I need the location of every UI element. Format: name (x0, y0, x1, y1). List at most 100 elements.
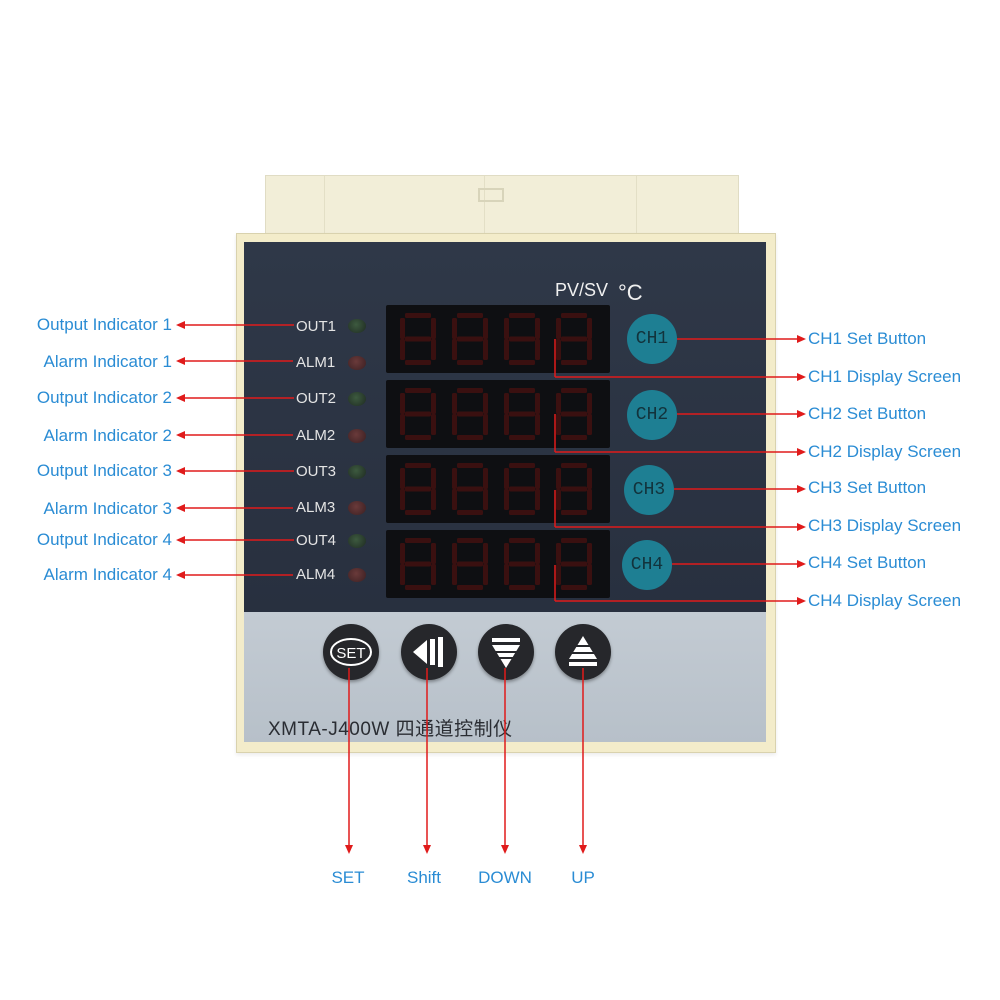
segment (400, 318, 405, 339)
arrow-head (176, 431, 185, 439)
pv-sv-label: PV/SV (555, 280, 609, 300)
arrow-head (501, 845, 509, 854)
segment (509, 313, 535, 318)
segment (587, 393, 592, 414)
segment (483, 414, 488, 435)
seven-segment-digits (400, 388, 592, 440)
indicator-label-alm4: ALM4 (296, 566, 336, 583)
segment (457, 336, 483, 342)
down-triangle-icon (492, 638, 520, 668)
segment (405, 411, 431, 417)
indicator-label-alm1: ALM1 (296, 354, 336, 371)
segment (452, 564, 457, 585)
set-button[interactable]: SET (323, 624, 379, 680)
arrow-head (797, 335, 806, 343)
segment (452, 489, 457, 510)
arrow-head (797, 485, 806, 493)
segment (431, 414, 436, 435)
indicator-label-out3: OUT3 (296, 463, 337, 480)
segment (457, 510, 483, 515)
segment (405, 538, 431, 543)
segment (405, 463, 431, 468)
arrow-head (579, 845, 587, 854)
segment (561, 510, 587, 515)
out3-led (348, 465, 366, 479)
set-key-icon: SET (330, 638, 372, 666)
seven-segment-digits (400, 538, 592, 590)
callout-ch4-set-button: CH4 Set Button (808, 553, 927, 572)
callout-ch2-set-button: CH2 Set Button (808, 404, 927, 423)
down-button[interactable] (478, 624, 534, 680)
segment (535, 393, 540, 414)
segment (457, 388, 483, 393)
arrow-head (176, 467, 185, 475)
segment (400, 393, 405, 414)
segment (504, 543, 509, 564)
callout-down: DOWN (478, 868, 532, 887)
ch4-display-screen (386, 530, 610, 598)
segment (431, 339, 436, 360)
segment (509, 510, 535, 515)
segment (556, 468, 561, 489)
arrow-head (797, 410, 806, 418)
callout-output-indicator-4: Output Indicator 4 (36, 530, 172, 549)
segment (504, 414, 509, 435)
segment (405, 435, 431, 440)
segment (483, 489, 488, 510)
segment (561, 435, 587, 440)
alm2-led (348, 429, 366, 443)
segment (561, 313, 587, 318)
callout-ch1-set-button: CH1 Set Button (808, 329, 927, 348)
segment (457, 360, 483, 365)
segment (431, 489, 436, 510)
segment (457, 486, 483, 492)
segment (535, 318, 540, 339)
segment (405, 561, 431, 567)
arrow-head (797, 597, 806, 605)
segment (457, 435, 483, 440)
segment (457, 585, 483, 590)
ch3-set-button[interactable]: CH3 (624, 465, 674, 515)
segment (509, 411, 535, 417)
out4-led (348, 534, 366, 548)
segment (535, 489, 540, 510)
segment (561, 360, 587, 365)
out2-led (348, 392, 366, 406)
segment (587, 543, 592, 564)
segment (556, 339, 561, 360)
segment (400, 489, 405, 510)
segment (431, 318, 436, 339)
indicator-label-out4: OUT4 (296, 532, 337, 549)
ch1-set-button[interactable]: CH1 (627, 314, 677, 364)
segment (535, 543, 540, 564)
segment (405, 336, 431, 342)
ch2-set-button[interactable]: CH2 (627, 390, 677, 440)
segment (535, 414, 540, 435)
shift-button[interactable] (401, 624, 457, 680)
segment (483, 468, 488, 489)
shift-left-icon (413, 637, 443, 667)
callout-alarm-indicator-4: Alarm Indicator 4 (43, 565, 173, 584)
up-triangle-icon (569, 636, 597, 666)
segment (400, 564, 405, 585)
segment (556, 564, 561, 585)
alm1-led (348, 356, 366, 370)
segment (504, 468, 509, 489)
segment (561, 463, 587, 468)
segment (431, 393, 436, 414)
segment (561, 585, 587, 590)
segment (561, 336, 587, 342)
ch4-set-button[interactable]: CH4 (622, 540, 672, 590)
callout-output-indicator-2: Output Indicator 2 (36, 388, 172, 407)
segment (561, 388, 587, 393)
callout-ch1-display-screen: CH1 Display Screen (808, 367, 962, 386)
callout-ch4-display-screen: CH4 Display Screen (808, 591, 962, 610)
callout-up: UP (571, 868, 595, 887)
alm3-led (348, 501, 366, 515)
callout-alarm-indicator-3: Alarm Indicator 3 (43, 499, 173, 518)
segment (587, 564, 592, 585)
segment (483, 339, 488, 360)
segment (504, 564, 509, 585)
segment (452, 393, 457, 414)
